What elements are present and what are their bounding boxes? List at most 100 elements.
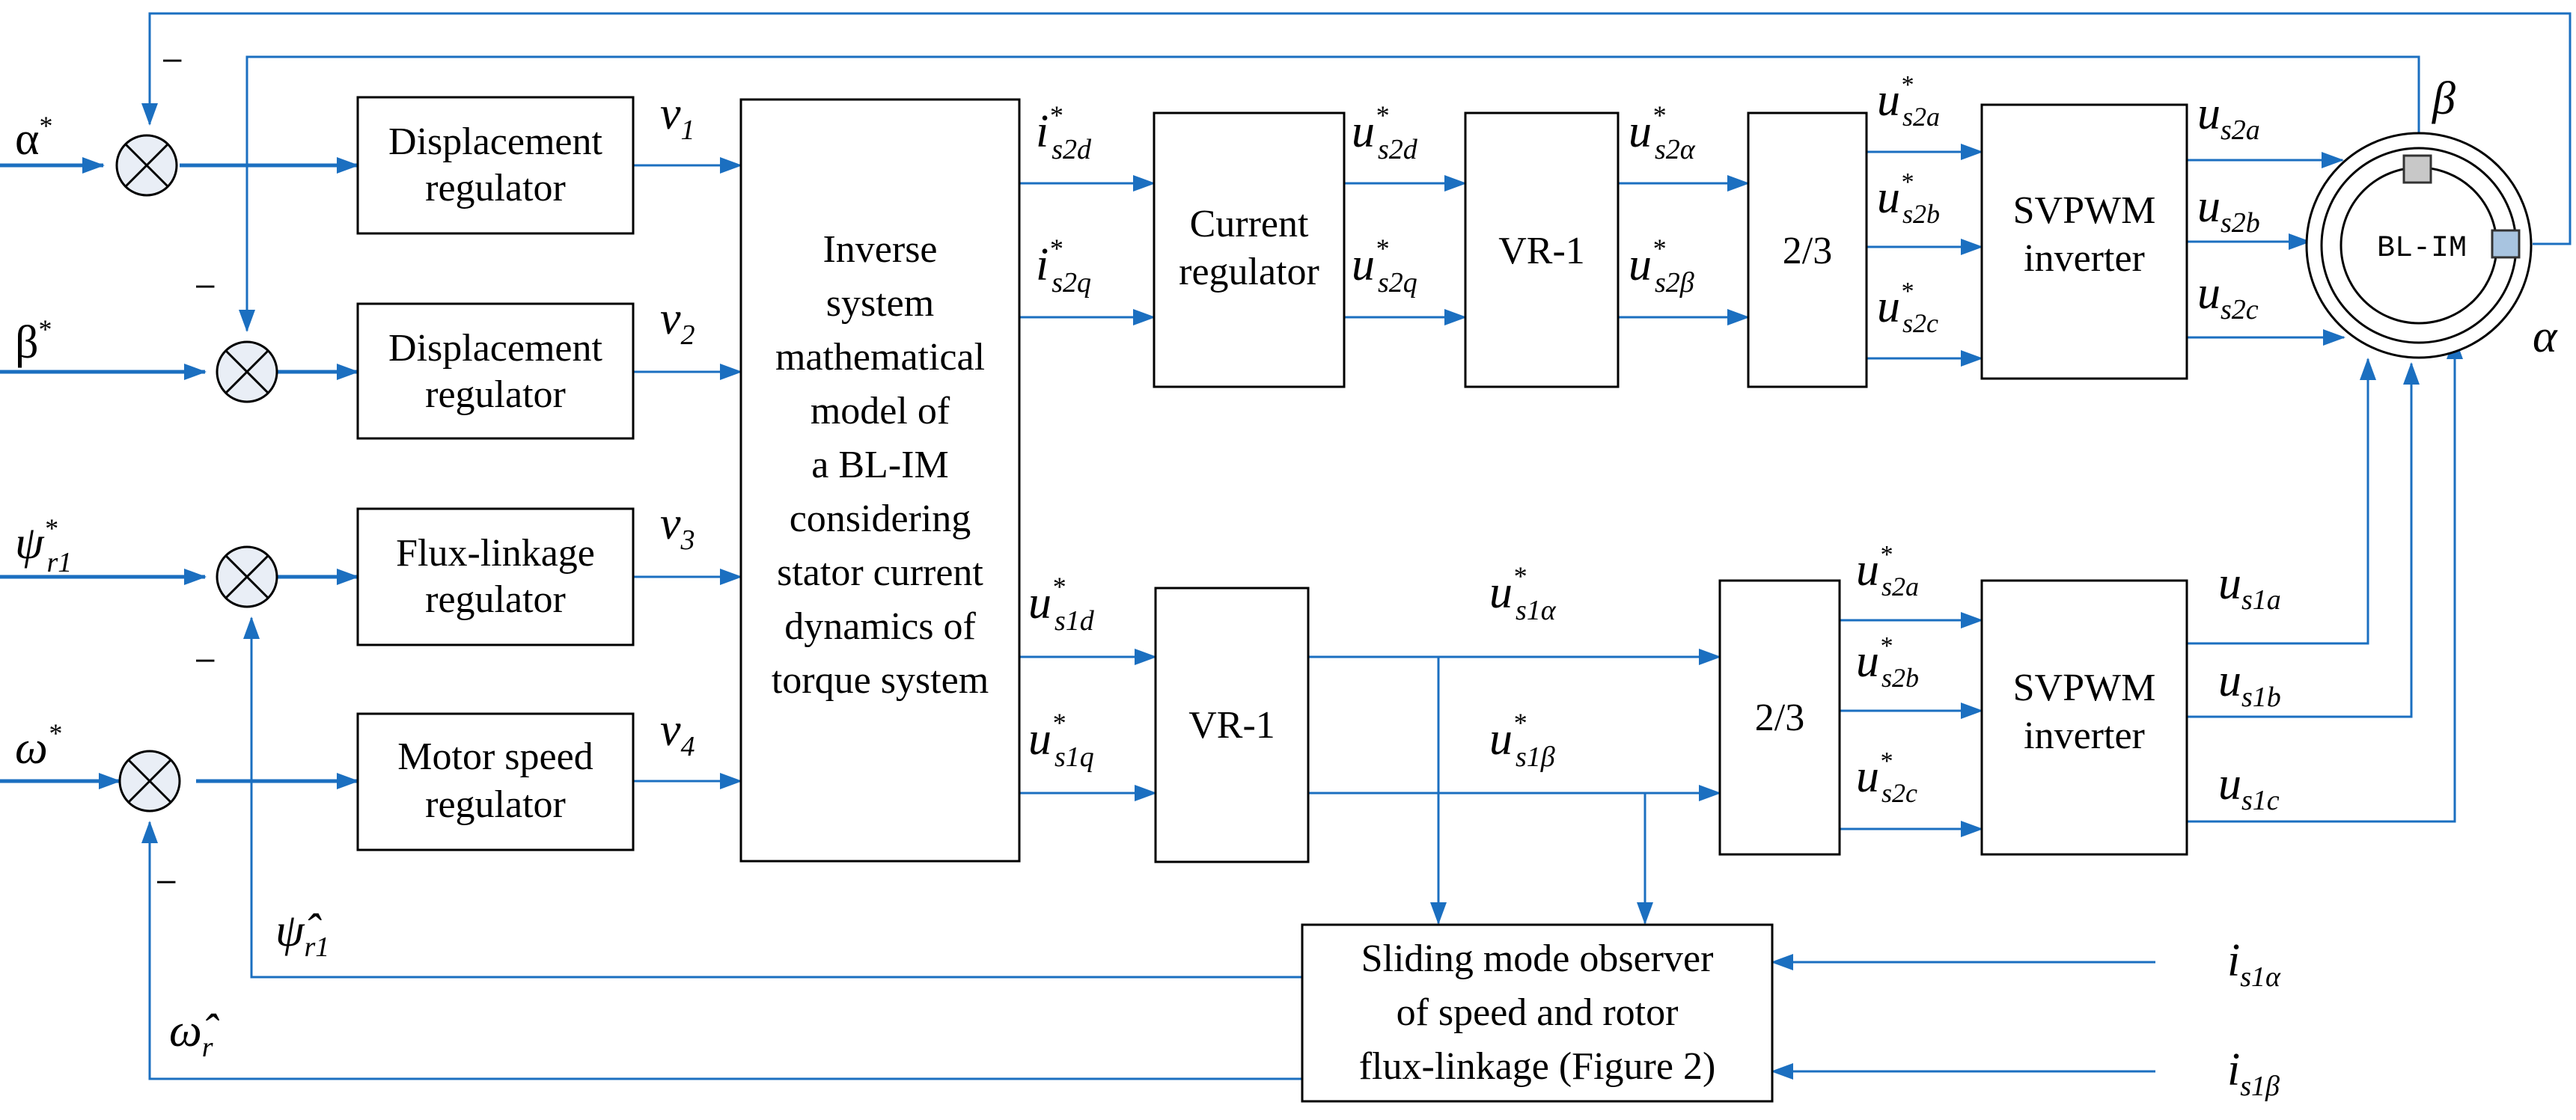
- signal-label-is2q: i*s2q: [1036, 233, 1091, 299]
- block-label-line: regulator: [425, 373, 566, 416]
- signal-sub: s1q: [1054, 741, 1094, 773]
- signal-sub: s1b: [2241, 682, 2281, 713]
- signal-label-is1alpha: is1α: [2227, 935, 2281, 993]
- signal-label-beta-ref: β*: [15, 314, 52, 368]
- signal-label-v4: v4: [660, 705, 695, 762]
- signal-label-is1beta: is1β: [2227, 1044, 2280, 1102]
- signal-sub: 3: [680, 524, 695, 556]
- signal-sub: r1: [47, 547, 73, 578]
- signal-sub: s1α: [2240, 961, 2281, 993]
- block-label-line: of speed and rotor: [1397, 991, 1679, 1034]
- displacement-regulator-2: Displacement regulator: [356, 302, 635, 440]
- signal-base: v: [660, 88, 681, 139]
- signal-base: u: [2218, 759, 2241, 810]
- transform-2-3-top: 2/3: [1747, 111, 1868, 388]
- signal-sub: s2a: [1881, 572, 1919, 602]
- signal-label-us2a-top: u*s2a: [1877, 71, 1940, 132]
- summer-flux: [216, 545, 278, 608]
- signal-label-omega-hat: ω̂r: [169, 1006, 220, 1063]
- signal-base: ω: [15, 723, 48, 774]
- signal-base: u: [1028, 714, 1052, 765]
- signal-label-us2a-bottom: u*s2a: [1856, 541, 1919, 602]
- signal-lines: [0, 12, 2572, 1080]
- signal-label-us2b-motor: us2b: [2197, 181, 2260, 239]
- signal-sub: r1: [305, 931, 330, 963]
- signal-label-us2q: u*s2q: [1352, 233, 1417, 299]
- signal-sub: s1a: [2241, 584, 2281, 616]
- signal-label-us1d: u*s1d: [1028, 572, 1095, 637]
- inverse-system-model: Inverse system mathematical model of a B…: [739, 98, 1021, 863]
- block-label-line: Current: [1190, 203, 1309, 245]
- signal-sub: r: [202, 1032, 213, 1063]
- signal-label-v3: v3: [660, 498, 695, 556]
- signal-label-us1q: u*s1q: [1028, 708, 1094, 773]
- block-label-line: stator current: [777, 551, 983, 594]
- block-label: VR-1: [1498, 230, 1585, 272]
- vr1-top: VR-1: [1464, 111, 1620, 388]
- signal-sub: 4: [681, 731, 695, 762]
- block-label: 2/3: [1783, 230, 1832, 272]
- signal-label-v1: v1: [660, 88, 695, 146]
- signal-base: u: [1028, 578, 1052, 628]
- summing-junctions: [115, 134, 278, 813]
- summer-speed: [118, 750, 181, 813]
- signal-base: u: [1877, 172, 1900, 223]
- signal-label-us2alpha: u*s2α: [1629, 100, 1696, 165]
- signal-label-us2beta: u*s2β: [1629, 233, 1694, 299]
- block-label-line: inverter: [2024, 714, 2145, 757]
- signal-sub: s2a: [2221, 114, 2260, 146]
- svpwm-inverter-top: SVPWM inverter: [1980, 103, 2188, 380]
- signal-sup: *: [1900, 278, 1913, 305]
- block-label-line: Displacement: [388, 327, 602, 370]
- signal-sub: s2b: [1881, 663, 1919, 693]
- signal-sub: s2c: [1902, 308, 1938, 338]
- vr1-bottom: VR-1: [1154, 587, 1310, 863]
- signal-label-alpha-ref: α*: [15, 111, 52, 165]
- signal-sup: *: [1049, 233, 1062, 263]
- signal-base: u: [1489, 567, 1513, 618]
- block-label-line: a BL-IM: [811, 444, 948, 486]
- signal-label-psi-hat: ψ̂r1: [275, 905, 329, 963]
- minus-sign-beta: –: [196, 266, 215, 302]
- signal-base: u: [1877, 281, 1900, 332]
- signal-label-us1b: us1b: [2218, 655, 2281, 713]
- signal-label-is2d: i*s2d: [1036, 100, 1092, 165]
- displacement-regulator-1: Displacement regulator: [356, 96, 635, 235]
- signal-sub: 2: [681, 319, 695, 351]
- signal-base: u: [1629, 106, 1652, 157]
- signal-sub: s1c: [2241, 785, 2280, 816]
- signal-sub: s2b: [1902, 199, 1940, 229]
- signal-sup: *: [48, 718, 61, 748]
- bl-im-motor: BL-IM: [2305, 132, 2533, 359]
- signal-sub: s1α: [1516, 595, 1557, 626]
- signal-label-us2c-motor: us2c: [2197, 268, 2259, 325]
- block-label-line: regulator: [425, 783, 566, 826]
- block-label-line: torque system: [772, 659, 989, 702]
- signal-sup: *: [1900, 168, 1913, 196]
- signal-sup: *: [1375, 100, 1388, 130]
- signal-sup: *: [1375, 233, 1388, 263]
- signal-sub: s2a: [1902, 102, 1940, 132]
- signal-base: i: [2227, 935, 2240, 986]
- signal-base: i: [1036, 106, 1049, 157]
- signal-base: v: [660, 705, 681, 756]
- transform-2-3-bottom: 2/3: [1718, 579, 1841, 856]
- current-regulator: Current regulator: [1153, 111, 1346, 388]
- signal-base: β: [15, 317, 39, 368]
- signal-label-omega-ref: ω*: [15, 718, 61, 774]
- signal-base: u: [1489, 714, 1513, 765]
- summer-beta: [216, 340, 278, 403]
- signal-sub: s2b: [2221, 207, 2260, 239]
- block-label-line: SVPWM: [2013, 667, 2156, 709]
- signal-base: u: [1352, 106, 1375, 157]
- block-label-line: system: [826, 282, 934, 325]
- block-label-line: Flux-linkage: [396, 532, 595, 575]
- signal-sup: *: [39, 111, 52, 141]
- signal-sub: 1: [681, 114, 695, 146]
- signal-sup: *: [1052, 708, 1065, 738]
- block-label-line: model of: [811, 390, 950, 432]
- svpwm-inverter-bottom: SVPWM inverter: [1980, 579, 2188, 856]
- signal-label-us1c: us1c: [2218, 759, 2280, 816]
- signal-base: u: [2197, 88, 2221, 139]
- signal-label-us2a-motor: us2a: [2197, 88, 2260, 146]
